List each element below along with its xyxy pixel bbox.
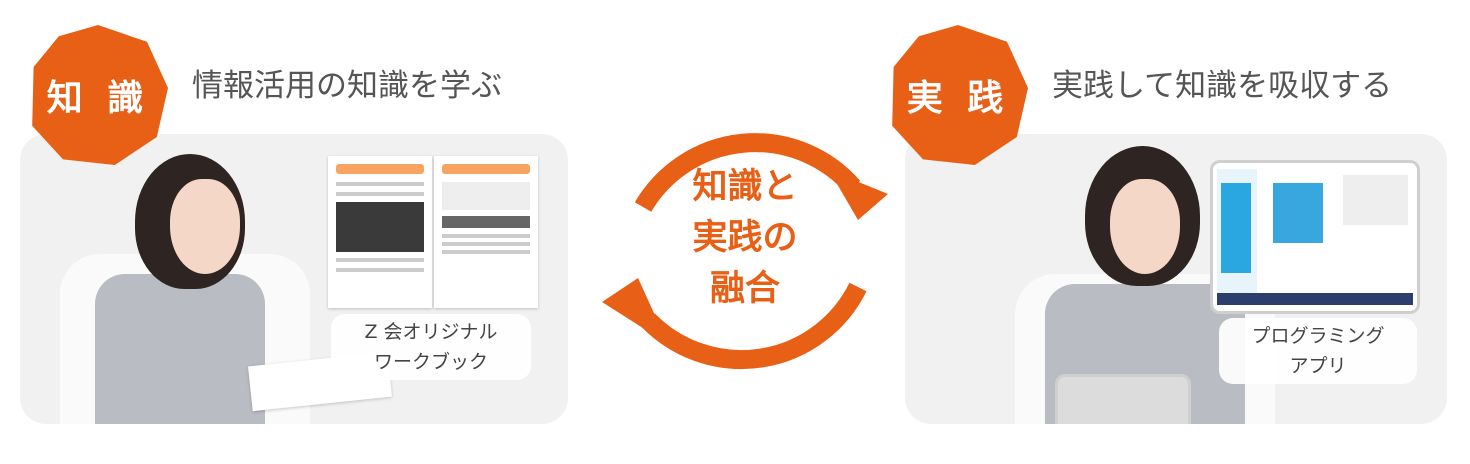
center-text-line1: 知識と bbox=[692, 167, 798, 207]
knowledge-badge-label: 知 識 bbox=[46, 78, 150, 119]
workbook-caption-line1: Z 会オリジナル bbox=[364, 321, 498, 343]
app-caption-line2: アプリ bbox=[1289, 355, 1347, 377]
student-face bbox=[170, 179, 240, 274]
app-caption-line1: プログラミング bbox=[1251, 325, 1385, 347]
cycle-arrows bbox=[602, 133, 888, 370]
top-arrowhead bbox=[829, 170, 888, 220]
practice-heading: 実践して知識を吸収する bbox=[1052, 68, 1393, 104]
bottom-arc-arrow bbox=[641, 282, 867, 370]
practice-badge-label: 実 践 bbox=[906, 78, 1010, 119]
center-text-line3: 融合 bbox=[709, 269, 780, 309]
practice-badge: 実 践 bbox=[892, 25, 1028, 165]
bottom-arrowhead bbox=[602, 278, 668, 344]
top-arc-arrow bbox=[634, 133, 861, 212]
workbook-page-right bbox=[434, 156, 538, 308]
knowledge-badge: 知 識 bbox=[32, 25, 168, 165]
center-text-line2: 実践の bbox=[692, 218, 798, 258]
student-face bbox=[1110, 179, 1180, 274]
knowledge-heading: 情報活用の知識を学ぶ bbox=[192, 68, 502, 104]
practice-panel bbox=[905, 134, 1447, 424]
workbook-caption-line2: ワークブック bbox=[373, 351, 488, 373]
workbook-caption: Z 会オリジナル ワークブック bbox=[331, 314, 531, 380]
student-vest bbox=[95, 274, 265, 424]
app-caption: プログラミング アプリ bbox=[1219, 318, 1417, 384]
programming-app-screenshot bbox=[1210, 160, 1420, 314]
knowledge-panel bbox=[20, 134, 568, 424]
handheld-tablet bbox=[1055, 374, 1191, 424]
workbook-page-left bbox=[328, 156, 432, 308]
